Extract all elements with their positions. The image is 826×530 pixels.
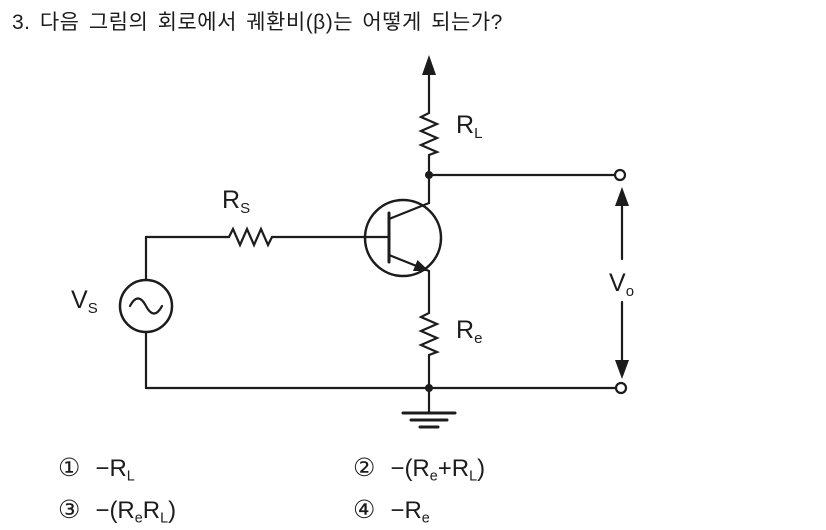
- choice-4-formula: −Re: [390, 497, 430, 527]
- resistor-rs-symbol: [223, 226, 277, 248]
- ground-symbol: [401, 386, 457, 429]
- label-vo: Vo: [609, 269, 635, 300]
- resistor-rl-symbol: [418, 108, 440, 160]
- label-rs: RS: [222, 186, 251, 217]
- choice-2-number: ②: [353, 454, 376, 482]
- choice-3-formula: −(ReRL): [95, 497, 177, 527]
- label-vs: VS: [71, 286, 98, 317]
- ac-source-symbol: [118, 278, 174, 334]
- choice-3: ③ −(ReRL): [58, 495, 176, 527]
- output-terminal-top: [613, 168, 627, 182]
- choice-4: ④ −Re: [353, 495, 430, 527]
- question-text: 3. 다음 그림의 회로에서 궤환비(β)는 어떻게 되는가?: [12, 11, 503, 34]
- label-rl: RL: [456, 111, 483, 142]
- choice-2-formula: −(Re+RL): [390, 455, 486, 485]
- resistor-re-symbol: [418, 308, 440, 357]
- choice-1-number: ①: [58, 454, 81, 482]
- output-terminal-bottom: [614, 381, 628, 395]
- choice-3-number: ③: [58, 496, 81, 524]
- choice-2: ② −(Re+RL): [353, 453, 485, 485]
- choice-1: ① −RL: [58, 453, 135, 485]
- choice-4-number: ④: [353, 496, 376, 524]
- vo-down-arrow-icon: [615, 300, 629, 379]
- choice-1-formula: −RL: [95, 455, 135, 485]
- label-re: Re: [456, 316, 483, 347]
- vo-up-arrow-icon: [615, 187, 629, 261]
- supply-arrow-icon: [422, 55, 436, 112]
